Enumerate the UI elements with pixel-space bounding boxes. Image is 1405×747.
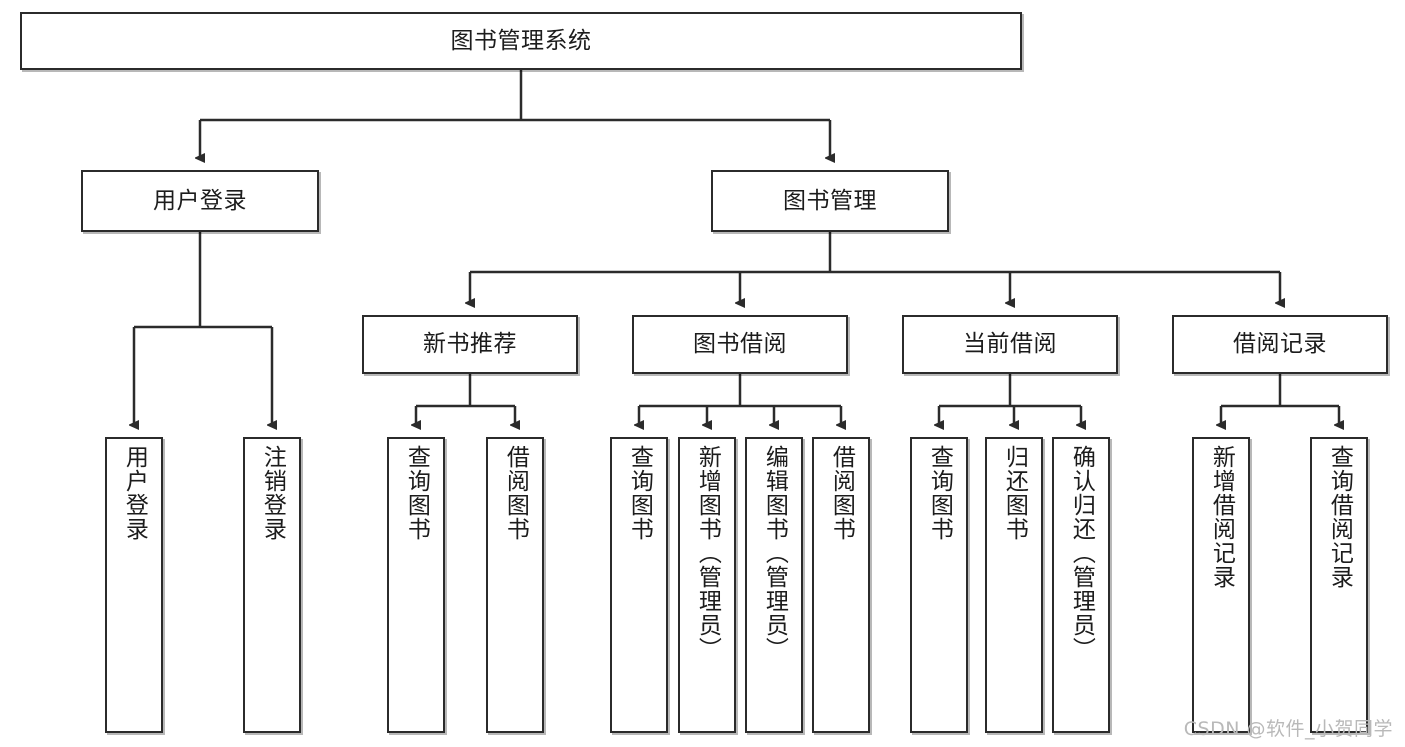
node-borrow-record[interactable]: 借阅记录 <box>1172 315 1388 374</box>
node-book-borrow[interactable]: 图书借阅 <box>632 315 848 374</box>
node-user-login[interactable]: 用户登录 <box>81 170 319 232</box>
node-leaf-query-book-3[interactable]: 查询图书 <box>910 437 968 733</box>
node-leaf-query-book-1-label: 查询图书 <box>403 445 430 541</box>
node-leaf-logout[interactable]: 注销登录 <box>243 437 301 733</box>
node-current-borrow-label: 当前借阅 <box>963 331 1057 358</box>
node-leaf-add-record-label: 新增借阅记录 <box>1208 445 1235 589</box>
node-leaf-return-book-label: 归还图书 <box>1001 445 1028 541</box>
node-leaf-return-book[interactable]: 归还图书 <box>985 437 1043 733</box>
node-leaf-logout-label: 注销登录 <box>259 445 286 541</box>
node-root[interactable]: 图书管理系统 <box>20 12 1022 70</box>
node-leaf-user-login[interactable]: 用户登录 <box>105 437 163 733</box>
node-book-borrow-label: 图书借阅 <box>693 331 787 358</box>
node-current-borrow[interactable]: 当前借阅 <box>902 315 1118 374</box>
node-leaf-query-book-1[interactable]: 查询图书 <box>387 437 445 733</box>
node-leaf-add-book-label: 新增图书（管理员） <box>694 445 721 661</box>
node-leaf-confirm-return-label: 确认归还（管理员） <box>1068 445 1095 661</box>
node-leaf-user-login-label: 用户登录 <box>121 445 148 541</box>
node-leaf-add-record[interactable]: 新增借阅记录 <box>1192 437 1250 733</box>
node-new-book-rec-label: 新书推荐 <box>423 331 517 358</box>
node-leaf-query-book-2-label: 查询图书 <box>626 445 653 541</box>
node-user-login-label: 用户登录 <box>153 187 247 214</box>
node-leaf-query-book-2[interactable]: 查询图书 <box>610 437 668 733</box>
node-leaf-query-record[interactable]: 查询借阅记录 <box>1310 437 1368 733</box>
node-book-manage[interactable]: 图书管理 <box>711 170 949 232</box>
node-leaf-borrow-book-2-label: 借阅图书 <box>828 445 855 541</box>
node-book-manage-label: 图书管理 <box>783 187 877 214</box>
node-leaf-add-book[interactable]: 新增图书（管理员） <box>678 437 736 733</box>
node-root-label: 图书管理系统 <box>450 27 592 54</box>
node-leaf-edit-book[interactable]: 编辑图书（管理员） <box>745 437 803 733</box>
node-borrow-record-label: 借阅记录 <box>1233 331 1327 358</box>
node-leaf-query-book-3-label: 查询图书 <box>926 445 953 541</box>
node-leaf-borrow-book-2[interactable]: 借阅图书 <box>812 437 870 733</box>
node-new-book-rec[interactable]: 新书推荐 <box>362 315 578 374</box>
node-leaf-borrow-book-1[interactable]: 借阅图书 <box>486 437 544 733</box>
node-leaf-confirm-return[interactable]: 确认归还（管理员） <box>1052 437 1110 733</box>
node-leaf-borrow-book-1-label: 借阅图书 <box>502 445 529 541</box>
node-leaf-edit-book-label: 编辑图书（管理员） <box>761 445 788 661</box>
node-leaf-query-record-label: 查询借阅记录 <box>1326 445 1353 589</box>
